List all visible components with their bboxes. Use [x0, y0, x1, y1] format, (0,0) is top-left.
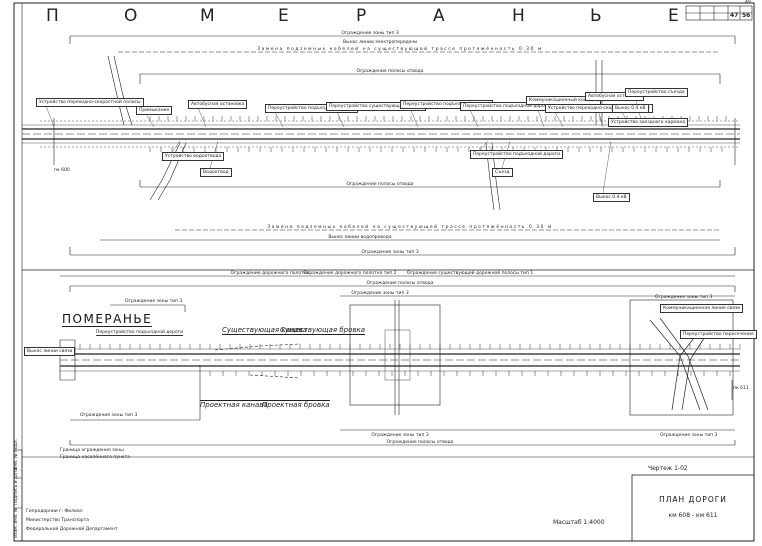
- title-letter-5: Р: [356, 6, 367, 26]
- upper-line-1: Ограждение зоны тип 3: [341, 31, 399, 36]
- title-letter-4: Е: [278, 6, 289, 26]
- upper-bottom-line-1: Ограждение полосы отвода: [346, 182, 414, 187]
- title-letter-2: О: [124, 6, 138, 26]
- title-letter-8: Ь: [590, 6, 602, 26]
- design-ditch-label: Проектная канава: [200, 400, 268, 409]
- upper-callout: Водоотвод: [200, 168, 232, 177]
- upper-bottom-line-3: Вынос линии водопровода: [328, 235, 392, 240]
- lower-left-extra: Граница населённого пункта: [60, 455, 130, 460]
- callout-leader: [479, 140, 489, 151]
- sheet-number: 47: [730, 12, 739, 19]
- design-edge-label: Проектная бровка: [262, 400, 330, 409]
- lower-bottom-line-5: Ограждение зоны тип 3: [660, 433, 718, 438]
- side-stamp-3: Взам. инв. №: [14, 507, 19, 538]
- callout-leader: [45, 105, 55, 128]
- lower-bottom-line-3: Ограждение зоны тип 3: [371, 433, 429, 438]
- upper-callout: Автобусная остановка: [188, 100, 248, 109]
- footer-stamp: [13, 449, 755, 542]
- existing-ditch-label: Существующая канава: [222, 326, 308, 335]
- separator-text-b: Ограждение дорожного полотна тип 2: [303, 271, 397, 276]
- upper-callout: Вынос 0.4 кВ: [593, 193, 630, 202]
- upper-line-3: Замена подземных кабелей на существующей…: [257, 47, 543, 52]
- sheets-total: 56: [742, 12, 751, 19]
- upper-callout: Съезд: [492, 168, 513, 177]
- lower-bottom-line-2: Ограждение полосы отвода: [386, 440, 454, 445]
- upper-left-pk: пк 600: [54, 168, 70, 173]
- upper-callout: Вынос 0.4 кВ: [612, 104, 649, 113]
- title-letter-1: П: [46, 6, 59, 26]
- scale-label: Масштаб 1:4000: [553, 519, 605, 526]
- upper-callout: Переустройство подъездной дороги: [470, 150, 564, 159]
- town-note: Переустройство подъездной дороги: [96, 330, 184, 336]
- upper-callout: Примыкание: [136, 106, 173, 115]
- title-letter-6: А: [433, 6, 445, 26]
- callout-leader: [602, 140, 612, 194]
- town-name: ПОМЕРАНЬЕ: [62, 312, 153, 327]
- callout-leader: [171, 140, 181, 153]
- lower-road-ticks: [79, 344, 741, 376]
- separator-text-c: Ограждение существующей дорожной полосы …: [406, 271, 534, 276]
- org-line-3: Федеральной Дорожной Департамент: [26, 527, 118, 532]
- side-stamp-2: Подпись и дата: [14, 467, 19, 505]
- lower-right-pk: пк 611: [733, 386, 749, 391]
- upper-line-4: Ограждение полосы отвода: [356, 69, 424, 74]
- top-stamp: [685, 5, 753, 21]
- lower-top-line-4: Ограждение зоны тип 3: [655, 295, 713, 300]
- title-letter-7: Н: [512, 6, 525, 26]
- upper-callout: Переустройство съезда: [625, 88, 688, 97]
- lower-top-line-2: Ограждение полосы отвода: [366, 281, 434, 286]
- callout-leader: [274, 111, 284, 128]
- callout-leader: [145, 113, 155, 128]
- callout-leader: [409, 107, 419, 128]
- left-comm-note: Вынос линии связи: [24, 347, 76, 356]
- upper-plan: [22, 35, 740, 256]
- lower-bottom-line-1: Ограждение зоны тип 3: [80, 413, 138, 418]
- page-corner-number: 49: [745, 0, 751, 5]
- upper-bottom-line-2: Замена подземных кабелей на существующей…: [267, 225, 553, 230]
- upper-line-2: Вынос линии электропередачи: [342, 40, 418, 45]
- org-line-2: Министерство Транспорта: [26, 518, 90, 523]
- title-letter-9: Е: [668, 6, 679, 26]
- inner-frame: [21, 2, 755, 542]
- drawing-number: Чертеж 1-02: [648, 465, 688, 472]
- title-letter-3: М: [200, 6, 215, 26]
- plan-range: км 608 - км 611: [668, 512, 718, 519]
- plan-title: ПЛАН ДОРОГИ: [659, 495, 727, 504]
- separator: [22, 269, 754, 277]
- lower-top-line-3: Ограждение зоны тип 3: [351, 291, 409, 296]
- upper-callout: Устройство переходно-скоростной полосы: [36, 98, 144, 107]
- upper-callout: Устройство заездного кармана: [608, 118, 689, 127]
- callout-leader: [554, 111, 564, 128]
- upper-callout: Устройство водоотвода: [162, 152, 225, 161]
- existing-edge-label: Существующая бровка: [280, 326, 366, 335]
- callout-leader: [469, 109, 479, 128]
- right-note-2: Переустройство пересечения: [680, 330, 757, 339]
- side-stamp-1: Инв. № подл.: [14, 438, 19, 470]
- callout-leader: [197, 107, 207, 128]
- lower-top-line-1: Ограждение зоны тип 3: [125, 299, 183, 304]
- lower-bottom-line-4: Граница ограждения зоны: [60, 448, 124, 453]
- right-note-1: Коммуникационная линия связи: [660, 304, 744, 313]
- separator-text-a: Ограждение дорожного полотна: [230, 271, 310, 276]
- upper-bottom-line-4: Ограждение зоны тип 3: [361, 250, 419, 255]
- org-line-1: Гипродорнии г. Филиал: [26, 509, 83, 514]
- upper-callout: Устройство переходно-скоростной полосы: [545, 104, 653, 113]
- lower-plan: [59, 285, 740, 446]
